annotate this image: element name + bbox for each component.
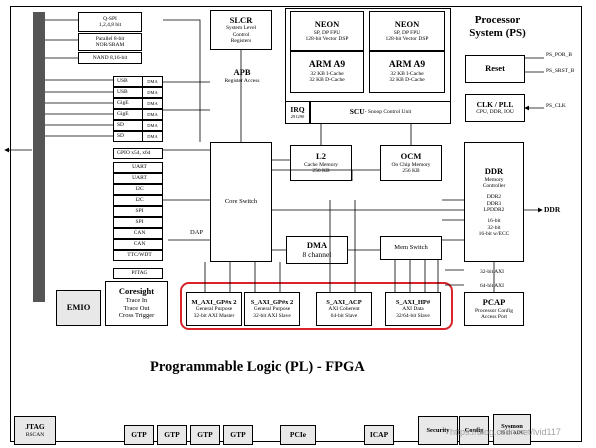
io-can-1: CAN — [113, 239, 163, 250]
ddr-output-label: DDR — [544, 205, 561, 214]
io-nand: NAND 8,16-bit — [78, 52, 142, 64]
coresight-block: Coresight Trace In Trace Out Cross Trigg… — [105, 281, 168, 326]
io-i2c-1: I2C — [113, 195, 163, 206]
icap-block: ICAP — [364, 425, 394, 445]
security-block: Security — [418, 416, 458, 445]
slcr-block: SLCR System Level Control Registers — [210, 10, 272, 50]
axi64-label: 64-bit AXI — [480, 283, 504, 289]
io-ttc-wdt: TTC/WDT — [113, 250, 163, 261]
io-spi-1: SPI — [113, 217, 163, 228]
config-block: Config — [459, 416, 489, 445]
io-uart-1: UART — [113, 173, 163, 184]
reset-block: Reset — [465, 55, 525, 83]
ps-srst-b-label: PS_SRST_B — [546, 68, 575, 74]
gtp-3: GTP — [223, 425, 253, 445]
pcie-block: PCIe — [280, 425, 316, 445]
io-gpio: GPIO x54, x64 — [113, 148, 163, 159]
io-column-bar — [33, 12, 45, 302]
mem-switch: Mem Switch — [380, 236, 442, 260]
ps-clk-label: PS_CLK — [546, 103, 566, 109]
io-pjtag: PJTAG — [113, 268, 163, 279]
gtp-0: GTP — [124, 425, 154, 445]
gtp-2: GTP — [190, 425, 220, 445]
scu-block: SCU - Snoop Control Unit — [310, 101, 451, 124]
gtp-1: GTP — [157, 425, 187, 445]
axi32-label: 32-bit AXI — [480, 269, 504, 275]
io-can-0: CAN — [113, 228, 163, 239]
io-i2c-0: I2C — [113, 184, 163, 195]
pl-title: Programmable Logic (PL) - FPGA — [150, 359, 365, 375]
emio-block: EMIO — [56, 290, 101, 326]
io-spi-0: SPI — [113, 206, 163, 217]
apb-label: APB Register Access — [224, 67, 260, 84]
watermark: https://blog.csdn.net/lvid117 — [450, 427, 561, 437]
pl-interfaces-highlight — [180, 282, 453, 330]
io-uart-0: UART — [113, 162, 163, 173]
dap-label: DAP — [190, 229, 204, 236]
core-switch: Core Switch — [210, 142, 272, 262]
ps-por-b-label: PS_POR_B — [546, 52, 572, 58]
